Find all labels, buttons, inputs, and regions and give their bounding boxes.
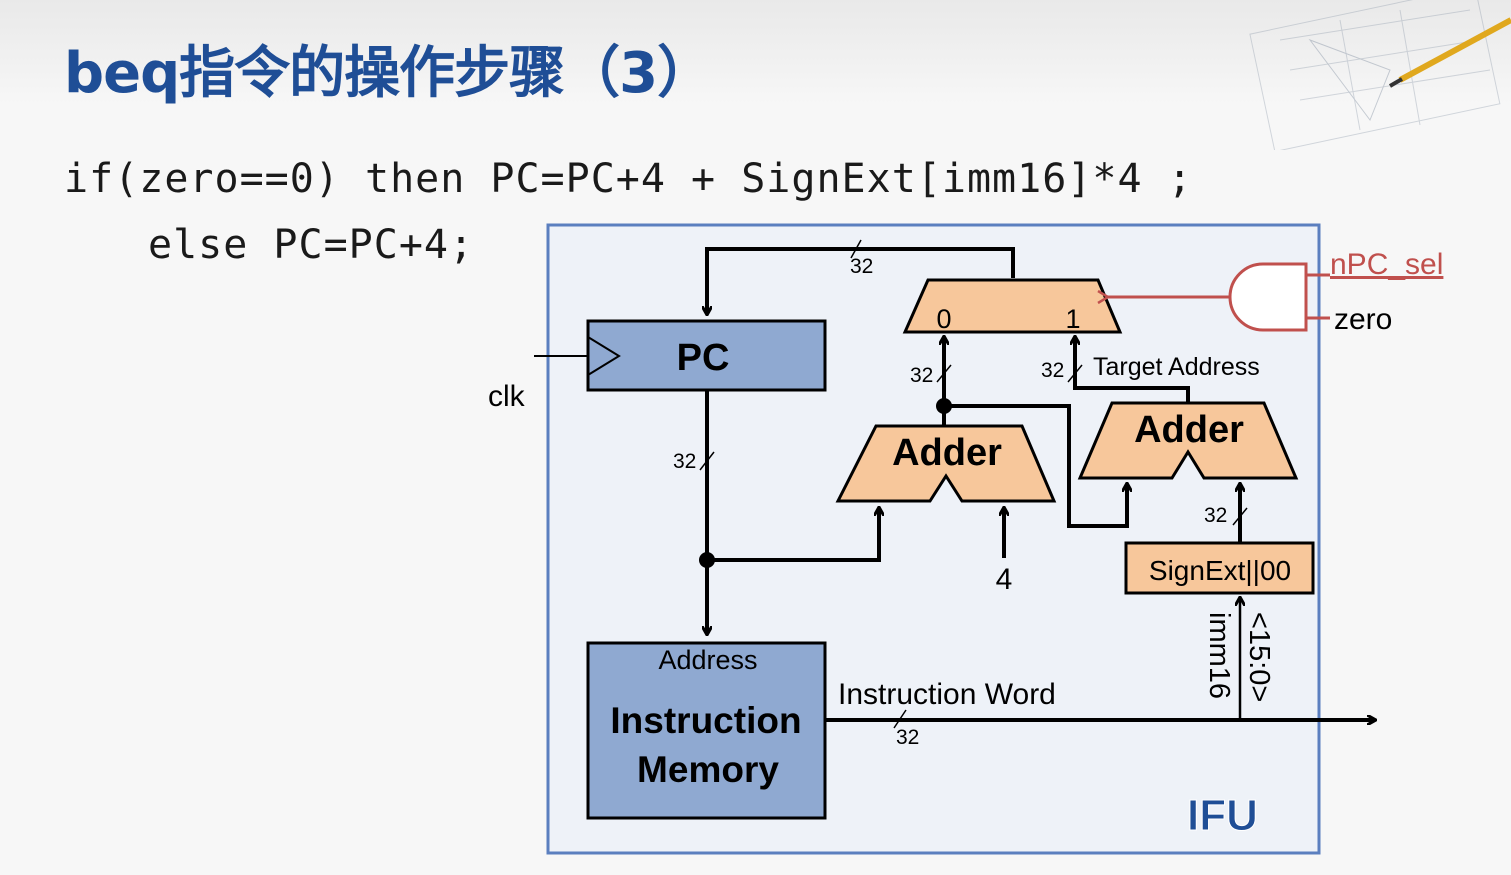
junction-dot [699,552,715,568]
bus-width-label: 32 [896,726,919,749]
bus-width-label: 32 [1041,359,1064,382]
memory-address-label: Address [658,645,757,675]
memory-label-line1: Instruction [610,700,801,741]
clk-label: clk [488,380,526,413]
instruction-memory [586,641,827,820]
instruction-word-label: Instruction Word [838,678,1056,711]
imm16-label: imm16 [1203,612,1235,699]
constant-four-label: 4 [996,563,1013,596]
mux-input-1: 1 [1065,304,1080,334]
adder2-label: Adder [1134,409,1244,451]
wire-pcplus4-to-adder2 [944,404,1127,528]
adder1-label: Adder [892,432,1002,474]
next-pc-mux [902,278,1123,334]
slide-title: beq指令的操作步骤（3） [64,41,713,106]
imm16-bits-label: <15:0> [1243,612,1275,702]
pc-label: PC [677,337,730,379]
mux-input-0: 0 [936,304,951,334]
clock-triangle-icon [587,336,621,376]
signext-label: SignExt||00 [1149,555,1291,586]
target-address-label: Target Address [1093,353,1260,381]
ifu-label: IFU [1187,791,1258,840]
bus-width-label: 32 [673,450,696,473]
decorative-drafting-image [1249,0,1511,150]
junction-dot [936,398,952,414]
wire-pc-to-adder [707,508,879,562]
bus-slash [893,709,907,729]
bus-width-label: 32 [1204,504,1227,527]
pc-plus-four-adder [835,424,1057,503]
bus-width-label: 32 [910,364,933,387]
code-line-2: else PC=PC+4; [148,222,475,268]
zero-label: zero [1334,303,1392,336]
and-gate-icon [1228,262,1308,332]
sign-extend-unit [1124,541,1315,595]
bus-width-label: 32 [850,255,873,278]
wire-mux-to-pc [707,247,1015,314]
bus-slash [850,239,862,259]
code-line-1: if(zero==0) then PC=PC+4 + SignExt[imm16… [64,156,1193,202]
memory-label-line2: Memory [637,749,779,790]
bus-slash [1067,364,1083,383]
pc-register [586,319,827,392]
branch-target-adder [1077,401,1299,480]
bus-slash [1232,507,1248,526]
npc-sel-label: nPC_sel [1330,248,1443,281]
bus-slash [699,451,715,471]
title-bar [0,0,1511,104]
pencil-icon [1398,17,1511,83]
bus-slash [936,364,952,383]
wire-adder2-to-mux1 [1075,337,1190,402]
